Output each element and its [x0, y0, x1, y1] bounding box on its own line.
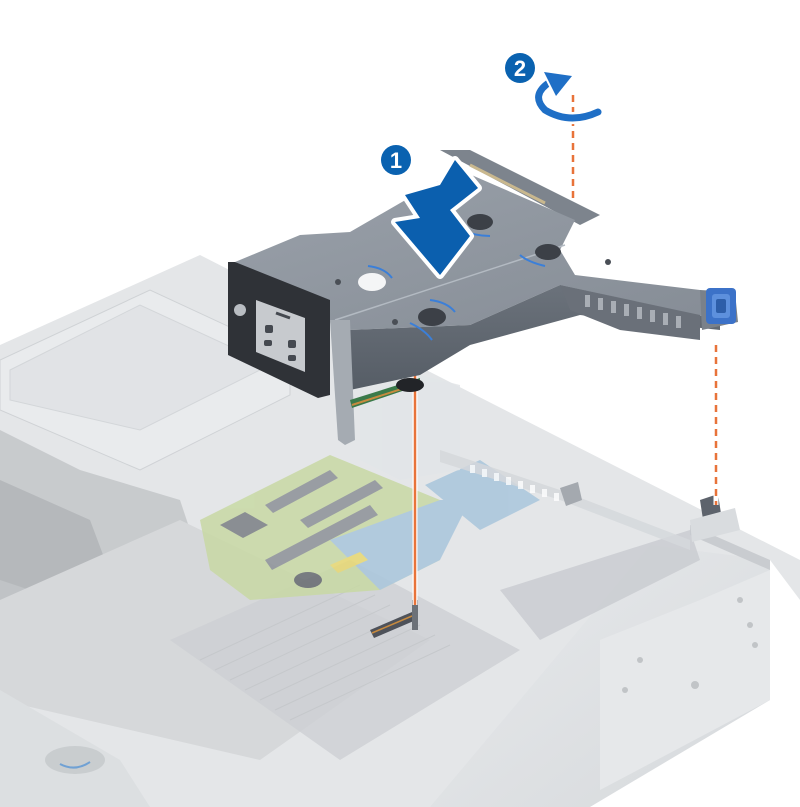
- riser-io-bracket: [228, 262, 330, 398]
- callout-1-number: 1: [390, 148, 402, 173]
- server-chassis: [0, 255, 800, 807]
- riser-hole-1: [358, 273, 386, 291]
- guide-pin-left: [412, 600, 418, 630]
- callout-2-number: 2: [514, 56, 526, 81]
- expansion-slot-brackets: [360, 375, 690, 550]
- system-board: [200, 455, 540, 600]
- expansion-riser: [228, 150, 738, 445]
- riser-guide-clip: [396, 378, 424, 392]
- press-down-arrow-icon: [391, 156, 482, 279]
- callout-1: 1: [378, 142, 414, 178]
- callout-2: 2: [502, 50, 538, 86]
- riser-release-latch: [706, 288, 736, 324]
- rotate-screw-arrow-icon: [532, 70, 604, 124]
